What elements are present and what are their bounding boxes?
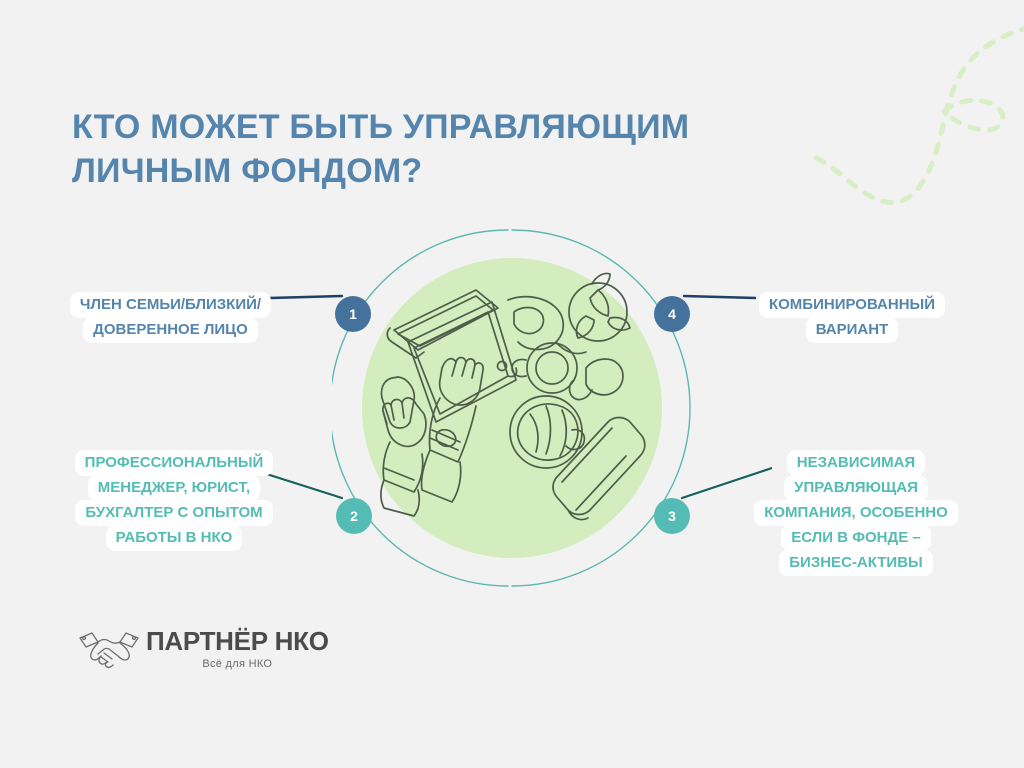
callout-1[interactable]: ЧЛЕН СЕМЬИ/БЛИЗКИЙ/ ДОВЕРЕННОЕ ЛИЦО — [58, 292, 283, 343]
callout-3-line-2: УПРАВЛЯЮЩАЯ — [784, 475, 928, 501]
badge-3-number: 3 — [668, 508, 676, 524]
badge-2[interactable]: 2 — [336, 498, 372, 534]
central-diagram: 1 2 3 4 — [254, 228, 772, 588]
page-title: КТО МОЖЕТ БЫТЬ УПРАВЛЯЮЩИМ ЛИЧНЫМ ФОНДОМ… — [72, 105, 832, 193]
workspace-line-art — [380, 272, 646, 521]
logo-tagline: Всё для НКО — [202, 658, 273, 670]
callout-1-line-2: ДОВЕРЕННОЕ ЛИЦО — [83, 317, 258, 343]
callout-2-line-4: РАБОТЫ В НКО — [105, 525, 243, 551]
title-line-1: КТО МОЖЕТ БЫТЬ УПРАВЛЯЮЩИМ — [72, 107, 690, 146]
badge-4[interactable]: 4 — [654, 296, 690, 332]
callout-3-line-5: БИЗНЕС-АКТИВЫ — [779, 550, 933, 576]
handshake-icon — [79, 632, 139, 669]
callout-4-line-1: КОМБИНИРОВАННЫЙ — [758, 292, 946, 318]
badge-3[interactable]: 3 — [654, 498, 690, 534]
badge-4-number: 4 — [668, 306, 676, 322]
callout-4-line-2: ВАРИАНТ — [805, 317, 899, 343]
badge-2-number: 2 — [350, 508, 358, 524]
title-line-2: ЛИЧНЫМ ФОНДОМ? — [72, 151, 423, 190]
callout-4[interactable]: КОМБИНИРОВАННЫЙ ВАРИАНТ — [738, 292, 966, 343]
brand-logo: ПАРТНЁР НКО Всё для НКО — [78, 628, 329, 670]
callout-2[interactable]: ПРОФЕССИОНАЛЬНЫЙ МЕНЕДЖЕР, ЮРИСТ, БУХГАЛ… — [58, 450, 290, 551]
callout-3-line-1: НЕЗАВИСИМАЯ — [786, 450, 926, 476]
badge-1[interactable]: 1 — [335, 296, 371, 332]
logo-name: ПАРТНЁР НКО — [146, 626, 329, 656]
callout-2-line-1: ПРОФЕССИОНАЛЬНЫЙ — [74, 450, 274, 476]
outer-ring — [332, 229, 691, 587]
callout-3-line-4: ЕСЛИ В ФОНДЕ – — [781, 525, 931, 551]
callout-1-line-1: ЧЛЕН СЕМЬИ/БЛИЗКИЙ/ — [69, 292, 272, 318]
badge-1-number: 1 — [349, 306, 357, 322]
callout-3-line-3: КОМПАНИЯ, ОСОБЕННО — [754, 500, 958, 526]
callout-2-line-3: БУХГАЛТЕР С ОПЫТОМ — [75, 500, 273, 526]
callout-2-line-2: МЕНЕДЖЕР, ЮРИСТ, — [87, 475, 261, 501]
callout-3[interactable]: НЕЗАВИСИМАЯ УПРАВЛЯЮЩАЯ КОМПАНИЯ, ОСОБЕН… — [740, 450, 972, 576]
